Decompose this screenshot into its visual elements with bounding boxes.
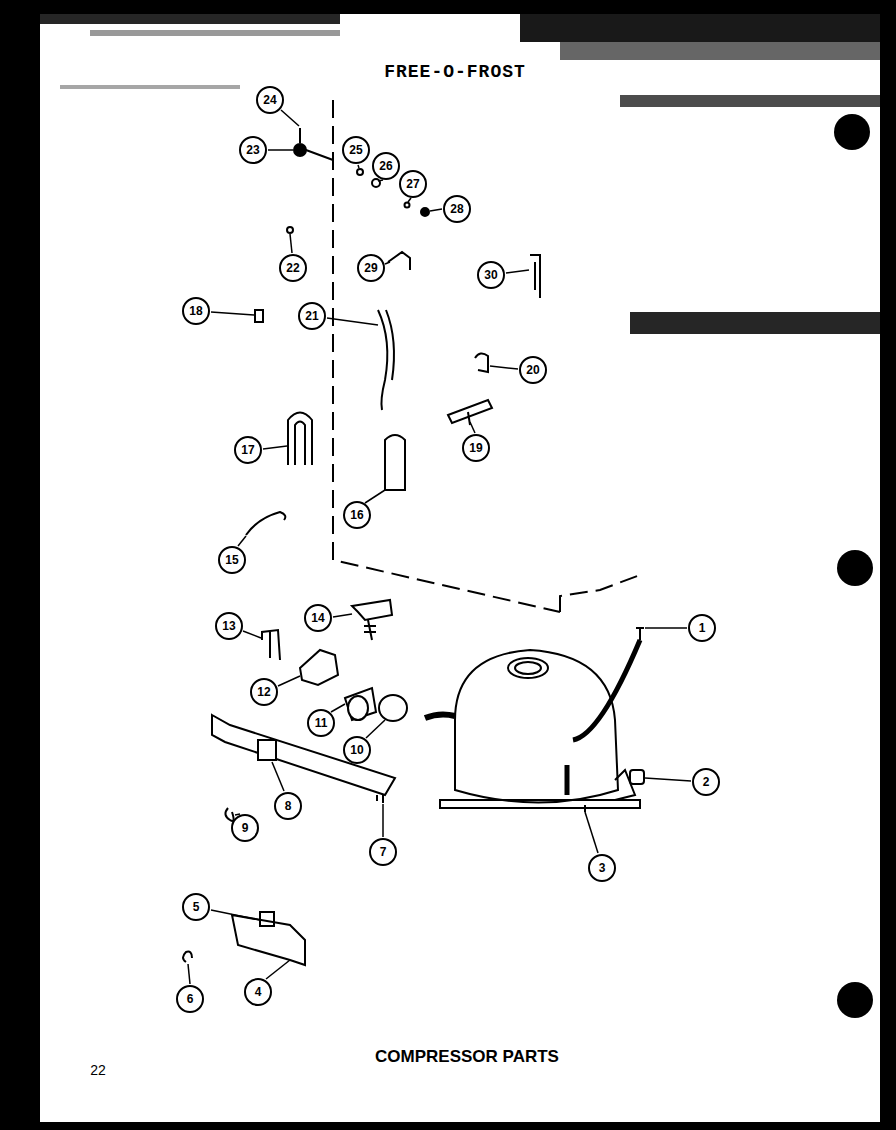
callout-number: 30	[477, 261, 505, 289]
callout-number: 12	[250, 678, 278, 706]
callout-number: 29	[357, 254, 385, 282]
callout-number: 20	[519, 356, 547, 384]
callout-number: 25	[342, 136, 370, 164]
callout-number: 9	[231, 814, 259, 842]
page-title: FREE-O-FROST	[384, 62, 526, 82]
callout-number: 19	[462, 434, 490, 462]
callout-number: 14	[304, 604, 332, 632]
parts	[183, 100, 644, 965]
callout-number: 6	[176, 985, 204, 1013]
callout-number: 28	[443, 195, 471, 223]
callout-number: 2	[692, 768, 720, 796]
callout-number: 26	[372, 152, 400, 180]
callout-number: 8	[274, 792, 302, 820]
callout-number: 10	[343, 736, 371, 764]
callout-number: 16	[343, 501, 371, 529]
callout-number: 3	[588, 854, 616, 882]
callout-number: 18	[182, 297, 210, 325]
callout-number: 1	[688, 614, 716, 642]
callout-number: 4	[244, 978, 272, 1006]
callout-number: 13	[215, 612, 243, 640]
callout-number: 5	[182, 893, 210, 921]
callout-number: 17	[234, 436, 262, 464]
callout-number: 7	[369, 838, 397, 866]
leader-lines	[188, 110, 691, 984]
callout-number: 21	[298, 302, 326, 330]
callout-number: 15	[218, 546, 246, 574]
figure-caption: COMPRESSOR PARTS	[375, 1047, 559, 1067]
callout-number: 22	[279, 254, 307, 282]
callout-number: 24	[256, 86, 284, 114]
callout-number: 23	[239, 136, 267, 164]
callout-number: 11	[307, 709, 335, 737]
callout-number: 27	[399, 170, 427, 198]
page-number: 22	[90, 1062, 106, 1078]
